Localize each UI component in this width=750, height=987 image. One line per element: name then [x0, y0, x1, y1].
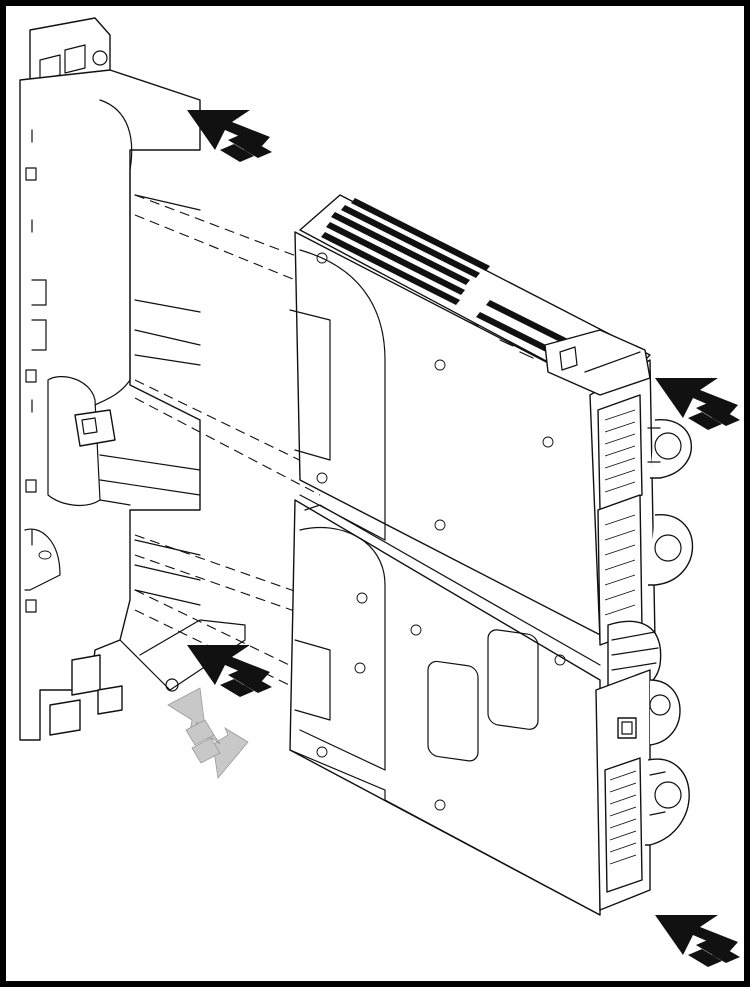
terminal-block-upper	[597, 394, 643, 646]
terminal-block-lower	[604, 757, 643, 893]
release-lever-lower-2	[645, 758, 690, 846]
slide-arrow	[167, 687, 249, 779]
release-lever-upper-1	[647, 419, 693, 479]
rack-backplate	[19, 17, 246, 741]
plug-in-module-upper	[289, 194, 694, 693]
insert-arrow-corner	[655, 915, 740, 967]
release-lever-lower-1	[649, 679, 681, 746]
plug-in-module-lower	[289, 499, 690, 916]
insert-arrow-middle	[655, 378, 740, 430]
alignment-guides	[134, 194, 321, 701]
insert-arrow-bottom	[187, 645, 272, 697]
insert-arrow-top	[187, 110, 272, 162]
release-lever-upper-2	[648, 514, 694, 586]
